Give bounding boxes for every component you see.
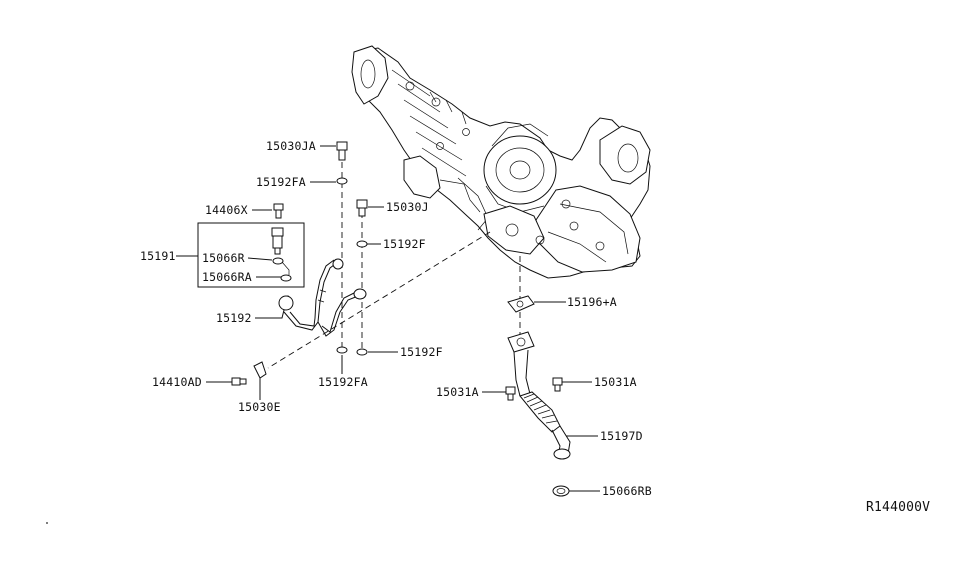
gasket-15066RA [280, 274, 292, 282]
label-15197D: 15197D [600, 429, 643, 443]
label-15066RA: 15066RA [202, 270, 252, 284]
bolt-15031A-right [552, 377, 563, 392]
bolt-15030J [356, 199, 368, 217]
label-14410AD: 14410AD [152, 375, 202, 389]
label-15196A: 15196+A [567, 295, 617, 309]
bracket-box-15191 [197, 222, 305, 288]
bolt-14406X [273, 203, 284, 219]
label-15192FA-top: 15192FA [256, 175, 306, 189]
leader-lines [176, 145, 600, 492]
stray-dot [46, 522, 48, 524]
gasket-15066RB [552, 485, 570, 497]
label-14406X: 14406X [205, 203, 248, 217]
washer-15192FA-top [336, 177, 348, 185]
oil-tube-15192 [278, 258, 367, 337]
bolt-14410AD [231, 377, 247, 386]
bolt-15031A-left [505, 386, 516, 401]
label-15030E: 15030E [238, 400, 281, 414]
label-15031A-right: 15031A [594, 375, 637, 389]
tube-15197D [507, 331, 571, 460]
label-15030JA: 15030JA [266, 139, 316, 153]
label-15192: 15192 [216, 311, 252, 325]
washer-15192F-top [356, 240, 368, 248]
label-15192FA-bottom: 15192FA [318, 375, 368, 389]
label-15192F-top: 15192F [383, 237, 426, 251]
label-15030J: 15030J [386, 200, 429, 214]
assembly-reference-lines [267, 162, 521, 369]
union-bolt-15191 [271, 227, 284, 255]
label-15066R: 15066R [202, 251, 245, 265]
gasket-15066R [272, 257, 284, 265]
washer-15192FA-bottom [336, 346, 348, 354]
bolt-15030JA [336, 141, 348, 161]
label-15192F-bottom: 15192F [400, 345, 443, 359]
label-15191: 15191 [140, 249, 176, 263]
gasket-15196A [507, 295, 535, 313]
diagram-code: R144000V [866, 500, 930, 515]
part-labels: 15030JA 15192FA 14406X 15191 15066R 1506… [140, 139, 930, 515]
label-15031A-left: 15031A [436, 385, 479, 399]
washer-15192F-bottom [356, 348, 368, 356]
turbocharger-assembly [351, 45, 651, 279]
label-15066RB: 15066RB [602, 484, 652, 498]
bracket-15030E [253, 361, 267, 379]
